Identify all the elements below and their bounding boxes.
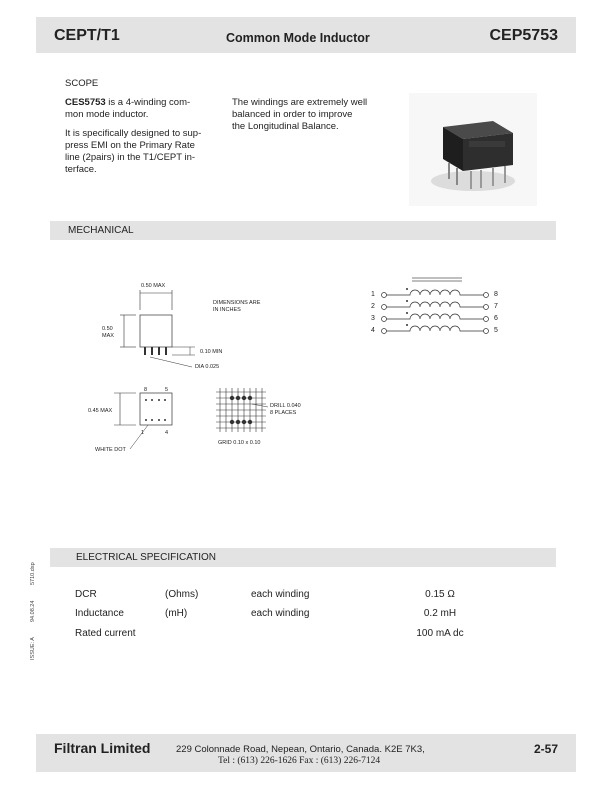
dim-note-line-1: DIMENSIONS ARE xyxy=(213,300,261,306)
schematic-pin-5: 5 xyxy=(494,327,498,334)
pin-5-label: 5 xyxy=(165,387,169,393)
schematic-pin-6: 6 xyxy=(494,315,498,322)
scope-p3-line: The windings are extremely well xyxy=(232,97,368,108)
drill-label-1: DRILL 0.040 xyxy=(270,403,301,409)
schematic-pin-1: 1 xyxy=(371,291,375,298)
dim-note-line-2: IN INCHES xyxy=(213,307,241,313)
pin-diameter-label: DIA 0.025 xyxy=(195,364,220,370)
winding-schematic xyxy=(381,277,489,334)
mechanical-drawing xyxy=(114,290,269,450)
schematic-pin-3: 3 xyxy=(371,315,375,322)
dim-bottom-label: 0.45 MAX xyxy=(88,408,113,414)
electrical-heading: ELECTRICAL SPECIFICATION xyxy=(76,552,217,563)
footer-company: Filtran Limited xyxy=(54,740,151,756)
header-category: CEPT/T1 xyxy=(54,27,120,44)
dim-height-label-2: MAX xyxy=(102,333,114,339)
product-photo xyxy=(409,93,537,206)
spec-value: 100 mA dc xyxy=(416,628,464,639)
mechanical-heading: MECHANICAL xyxy=(68,225,134,236)
pin-8-label: 8 xyxy=(144,387,148,393)
spec-param: Rated current xyxy=(75,628,136,639)
header-part-number: CEP5753 xyxy=(489,27,559,44)
spec-value: 0.2 mH xyxy=(423,608,457,619)
grid-label: GRID 0.10 x 0.10 xyxy=(218,440,261,446)
scope-line-1: is a 4-winding com- xyxy=(105,97,191,108)
header-product-title: Common Mode Inductor xyxy=(226,31,370,45)
spec-param: Inductance xyxy=(75,608,124,619)
side-note-code: 5710.dsp xyxy=(30,562,36,585)
scope-p2-line: It is specifically designed to sup- xyxy=(65,128,202,139)
side-note-issue: ISSUE: A xyxy=(30,637,36,660)
dim-height-label-1: 0.50 xyxy=(102,326,113,332)
scope-p3-line: the Longitudinal Balance. xyxy=(232,121,339,132)
pin-1-label: 1 xyxy=(141,430,145,436)
schematic-pin-8: 8 xyxy=(494,291,498,298)
pin-4-label: 4 xyxy=(165,430,169,436)
drill-label-2: 8 PLACES xyxy=(270,410,297,416)
spec-unit: (mH) xyxy=(165,608,188,619)
scope-heading: SCOPE xyxy=(65,78,99,89)
side-note-date: 94.08.24 xyxy=(30,600,36,622)
spec-param: DCR xyxy=(75,589,97,600)
header-bar xyxy=(36,17,576,53)
scope-paragraph-1: CES5753 is a 4-winding com- mon mode ind… xyxy=(65,97,225,121)
scope-line-2: mon mode inductor. xyxy=(65,109,149,120)
scope-part-name: CES5753 xyxy=(65,97,106,108)
footer-phone: Tel : (613) 226-1626 Fax : (613) 226-712… xyxy=(218,756,381,766)
scope-p2-line: line (2pairs) in the T1/CEPT in- xyxy=(65,152,196,163)
scope-paragraph-2: It is specifically designed to sup- pres… xyxy=(65,128,225,176)
footer-bar xyxy=(36,734,576,772)
schematic-pin-7: 7 xyxy=(494,303,498,310)
spec-condition: each winding xyxy=(251,589,310,600)
scope-p3-line: balanced in order to improve xyxy=(232,109,353,120)
schematic-pin-2: 2 xyxy=(371,303,375,310)
schematic-pin-4: 4 xyxy=(371,327,375,334)
scope-paragraph-3: The windings are extremely well balanced… xyxy=(232,97,402,133)
mechanical-section-band: MECHANICAL xyxy=(50,221,556,240)
spec-value: 0.15 Ω xyxy=(425,589,455,600)
footer-page-number: 2-57 xyxy=(533,742,558,756)
spec-condition: each winding xyxy=(251,608,310,619)
scope-p2-line: press EMI on the Primary Rate xyxy=(65,140,195,151)
scope-p2-line: terface. xyxy=(65,164,97,175)
pin-length-label: 0.10 MIN xyxy=(200,349,223,355)
footer-address: 229 Colonnade Road, Nepean, Ontario, Can… xyxy=(176,744,425,755)
electrical-section-band: ELECTRICAL SPECIFICATION xyxy=(50,548,556,567)
dim-width-label: 0.50 MAX xyxy=(141,283,166,289)
spec-unit: (Ohms) xyxy=(165,589,199,600)
white-dot-label: WHITE DOT xyxy=(95,447,126,453)
